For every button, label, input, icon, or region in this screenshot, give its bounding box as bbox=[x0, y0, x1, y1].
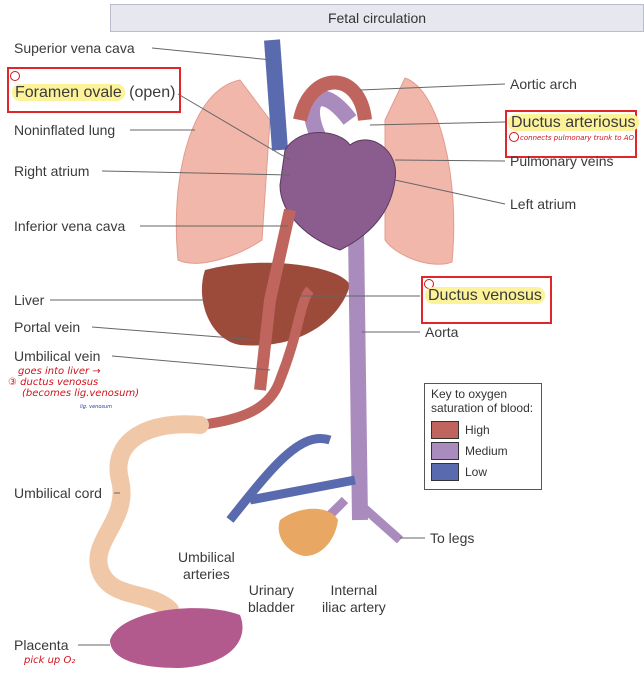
superior-vena-cava bbox=[264, 39, 288, 151]
key-item-low: Low bbox=[431, 463, 535, 481]
label-aorta: Aorta bbox=[425, 324, 459, 340]
umbilical-note-2: ③ ductus venosus bbox=[8, 377, 99, 388]
label-pulmonary-veins: Pulmonary veins bbox=[510, 153, 614, 169]
label-umbilical-vein: Umbilical vein bbox=[14, 348, 101, 364]
oxygen-key: Key to oxygen saturation of blood: High … bbox=[424, 383, 542, 490]
key-heading: Key to oxygen saturation of blood: bbox=[431, 387, 534, 415]
heart bbox=[279, 132, 396, 251]
ductus-venosus-highlight: Ductus venosus bbox=[425, 287, 545, 304]
umbilical-vein-vessel bbox=[199, 286, 314, 430]
label-aortic-arch: Aortic arch bbox=[510, 76, 577, 92]
label-internal-iliac-artery: Internal iliac artery bbox=[322, 582, 386, 615]
label-ductus-arteriosus: Ductus arteriosus bbox=[508, 114, 639, 132]
umbilical-note-4: lig. venosum bbox=[80, 404, 113, 410]
label-left-atrium: Left atrium bbox=[510, 196, 577, 212]
label-placenta: Placenta bbox=[14, 637, 69, 653]
key-item-high: High bbox=[431, 421, 535, 439]
aortic-arch-vessel bbox=[293, 75, 372, 122]
label-inferior-vena-cava: Inferior vena cava bbox=[14, 218, 126, 234]
ductus-venosus-box bbox=[421, 276, 552, 324]
foramen-ovale-highlight: Foramen ovale bbox=[12, 84, 125, 101]
foramen-ovale-suffix: (open) bbox=[129, 84, 176, 101]
placenta-note: pick up O₂ bbox=[24, 655, 76, 666]
foramen-ovale-box bbox=[7, 67, 181, 113]
label-umbilical-cord: Umbilical cord bbox=[14, 485, 102, 501]
label-portal-vein: Portal vein bbox=[14, 319, 81, 335]
key-item-medium: Medium bbox=[431, 442, 535, 460]
swatch-low bbox=[431, 463, 459, 481]
left-lung bbox=[175, 79, 271, 264]
label-urinary-bladder: Urinary bladder bbox=[248, 582, 295, 615]
umbilical-arteries-vessel bbox=[226, 434, 356, 523]
ductus-arteriosus-highlight: Ductus arteriosus bbox=[508, 114, 639, 131]
key-label: Medium bbox=[465, 444, 508, 458]
label-right-atrium: Right atrium bbox=[14, 163, 90, 179]
label-noninflated-lung: Noninflated lung bbox=[14, 122, 116, 138]
diagram-title: Fetal circulation bbox=[110, 4, 644, 32]
liver-shape bbox=[201, 262, 350, 346]
step-marker bbox=[10, 71, 20, 81]
ductus-arteriosus-note: connects pulmonary trunk to AO bbox=[520, 134, 634, 142]
key-label: Low bbox=[465, 465, 488, 479]
label-superior-vena-cava: Superior vena cava bbox=[14, 40, 135, 56]
key-label: High bbox=[465, 423, 490, 437]
umbilical-note-3: (becomes lig.venosum) bbox=[22, 388, 140, 399]
umbilical-note-1: goes into liver → bbox=[18, 366, 101, 377]
label-to-legs: To legs bbox=[430, 530, 475, 546]
swatch-high bbox=[431, 421, 459, 439]
ductus-arteriosus-box bbox=[505, 110, 637, 158]
leader-lines bbox=[50, 47, 506, 646]
placenta-shape bbox=[110, 608, 243, 668]
label-umbilical-arteries: Umbilical arteries bbox=[178, 549, 235, 582]
urinary-bladder-shape bbox=[278, 508, 338, 556]
step-marker bbox=[509, 132, 519, 142]
inferior-vena-cava bbox=[254, 208, 296, 391]
label-ductus-venosus: Ductus venosus bbox=[425, 287, 545, 305]
label-liver: Liver bbox=[14, 292, 45, 308]
label-foramen-ovale: Foramen ovale (open) bbox=[12, 84, 175, 102]
swatch-medium bbox=[431, 442, 459, 460]
umbilical-cord-shape bbox=[89, 415, 209, 619]
